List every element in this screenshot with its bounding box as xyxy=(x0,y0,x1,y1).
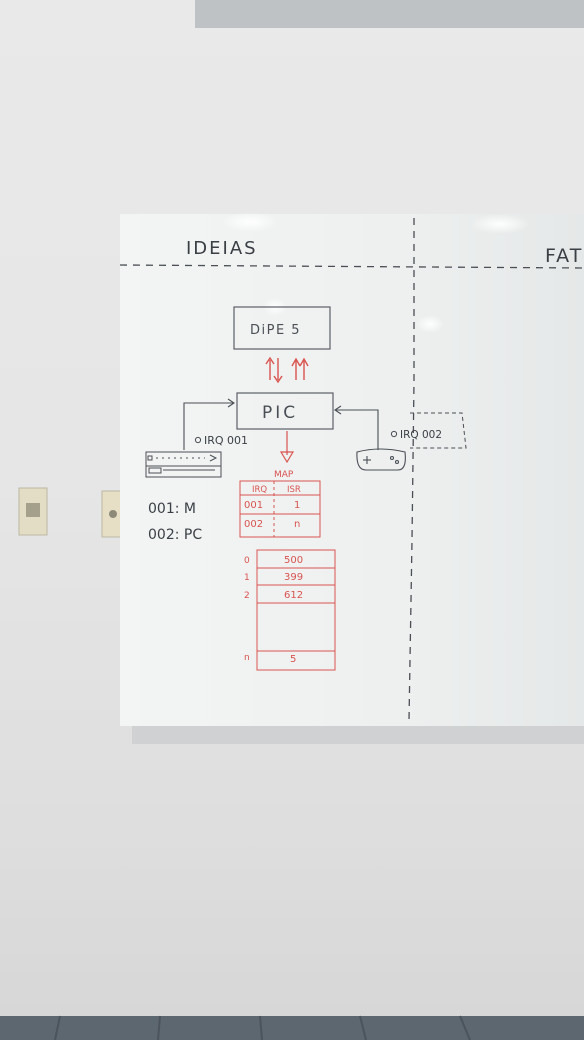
map-row-2-isr: n xyxy=(294,519,300,530)
map-row-2-irq: 002 xyxy=(244,519,263,530)
map-header-irq: IRQ xyxy=(252,485,267,495)
isr-index-0: 0 xyxy=(244,556,250,566)
device-mapping-line-1: 001: M xyxy=(148,501,196,517)
irq-right-label: IRQ 002 xyxy=(400,429,442,441)
ceiling-shadow xyxy=(195,0,584,28)
device-mapping-line-2: 002: PC xyxy=(148,527,202,543)
isr-table xyxy=(256,549,336,671)
isr-value-2: 612 xyxy=(284,590,303,601)
isr-value-1: 399 xyxy=(284,572,303,583)
isr-index-n: n xyxy=(244,653,250,663)
keyboard-drawing-icon xyxy=(145,451,222,478)
map-title: MAP xyxy=(274,470,294,480)
floor xyxy=(0,1016,584,1040)
light-glare-top xyxy=(222,212,278,232)
bidirectional-arrows-icon xyxy=(265,356,309,384)
wall-socket-middle xyxy=(101,490,123,538)
irq-left-marker: IRQ 001 xyxy=(194,434,248,447)
pic-to-map-arrow-icon xyxy=(279,431,295,464)
isr-index-1: 1 xyxy=(244,573,250,583)
pipe-box-label: DiPE 5 xyxy=(250,323,301,338)
pipe-box xyxy=(233,306,331,350)
board-shadow xyxy=(132,722,584,744)
floor-tile-lines xyxy=(54,1015,471,1040)
wall-socket-left xyxy=(18,487,48,536)
right-connector xyxy=(334,405,379,450)
map-header-isr: ISR xyxy=(287,485,301,495)
left-section-title: IDEIAS xyxy=(186,238,258,259)
isr-value-0: 500 xyxy=(284,555,303,566)
irq-left-label: IRQ 001 xyxy=(204,434,248,447)
light-glare-right xyxy=(416,315,444,333)
irq-right-marker: IRQ 002 xyxy=(390,429,442,441)
isr-index-2: 2 xyxy=(244,591,250,601)
pic-box xyxy=(236,392,334,430)
left-connector xyxy=(183,398,235,450)
map-row-1-isr: 1 xyxy=(294,500,300,511)
map-row-1-irq: 001 xyxy=(244,500,263,511)
right-dashed-bubble xyxy=(410,412,467,449)
right-section-title: FAT xyxy=(545,245,583,267)
gamepad-drawing-icon xyxy=(356,448,406,471)
section-dividers xyxy=(119,218,584,721)
map-table xyxy=(239,480,321,538)
light-glare-top-right xyxy=(470,214,530,234)
pic-box-label: PIC xyxy=(262,403,298,423)
isr-value-n: 5 xyxy=(290,654,296,665)
